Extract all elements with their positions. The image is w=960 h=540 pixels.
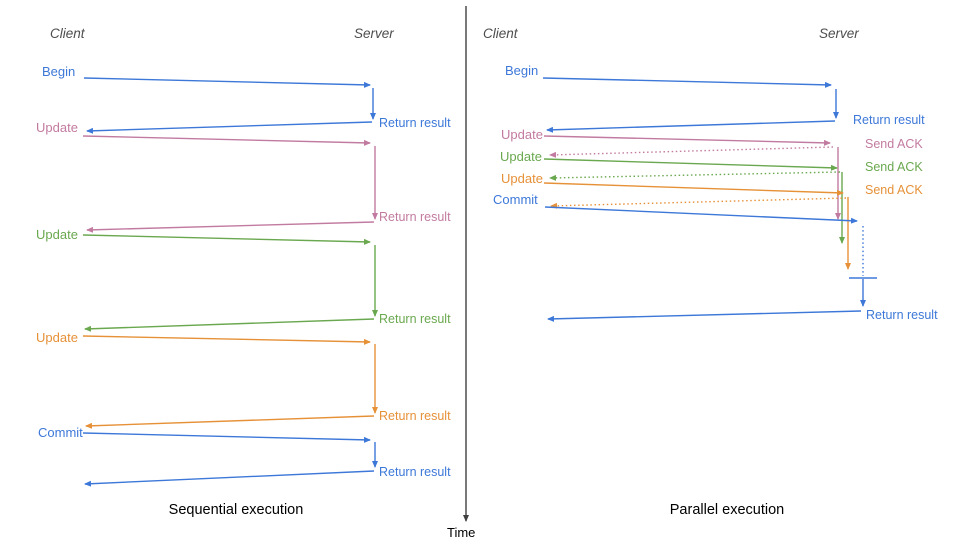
- seq-begin-label: Begin: [42, 64, 76, 79]
- par-update2-request-arrow: [543, 158, 838, 171]
- seq-begin-response-arrow: [86, 121, 373, 134]
- seq-update1-response-arrow: [86, 221, 375, 233]
- seq-update3-request-arrow: [82, 335, 371, 345]
- par-update1-ack-dotted-arrow: [549, 146, 834, 158]
- seq-update2-label: Update: [36, 227, 78, 242]
- seq-update2-request-arrow: [82, 234, 371, 245]
- seq-commit-label: Commit: [38, 425, 83, 440]
- par-update2-label: Update: [500, 149, 542, 164]
- par-update3-label: Update: [501, 171, 543, 186]
- seq-update1-request-arrow: [82, 135, 371, 146]
- par-begin-label: Begin: [505, 63, 539, 78]
- par-update1-ack-label: Send ACK: [865, 137, 923, 151]
- par-commit-response-label: Return result: [866, 308, 938, 322]
- par-update1-label: Update: [501, 127, 543, 142]
- seq-commit-response-label: Return result: [379, 465, 451, 479]
- par-commit-response-arrow: [547, 310, 862, 322]
- parallel-execution-caption: Parallel execution: [669, 502, 785, 518]
- seq-update1-label: Update: [36, 120, 78, 135]
- seq-update3-response-label: Return result: [379, 409, 451, 423]
- seq-update3-response-arrow: [85, 415, 375, 429]
- par-server-header: Server: [819, 26, 859, 41]
- par-update3-ack-dotted-arrow: [550, 197, 847, 209]
- sequential-execution-caption: Sequential execution: [168, 502, 304, 518]
- time-axis-label: Time: [447, 525, 476, 540]
- seq-update2-response-label: Return result: [379, 312, 451, 326]
- par-update1-request-arrow: [543, 135, 831, 146]
- seq-begin-request-arrow: [83, 77, 371, 88]
- seq-commit-response-arrow: [84, 470, 375, 487]
- par-commit-label: Commit: [493, 192, 538, 207]
- par-commit-request-arrow: [544, 206, 858, 224]
- par-client-header: Client: [483, 26, 518, 41]
- par-update2-ack-label: Send ACK: [865, 160, 923, 174]
- par-begin-response-label: Return result: [853, 113, 925, 127]
- seq-update1-response-label: Return result: [379, 210, 451, 224]
- seq-update3-label: Update: [36, 330, 78, 345]
- seq-client-header: Client: [50, 26, 85, 41]
- seq-server-header: Server: [354, 26, 394, 41]
- par-begin-response-arrow: [546, 120, 836, 133]
- par-begin-request-arrow: [542, 77, 832, 88]
- par-update3-request-arrow: [543, 182, 844, 196]
- par-update2-ack-dotted-arrow: [549, 171, 841, 181]
- seq-update2-response-arrow: [84, 318, 375, 332]
- seq-begin-response-label: Return result: [379, 116, 451, 130]
- seq-commit-request-arrow: [82, 432, 371, 443]
- par-update3-ack-label: Send ACK: [865, 183, 923, 197]
